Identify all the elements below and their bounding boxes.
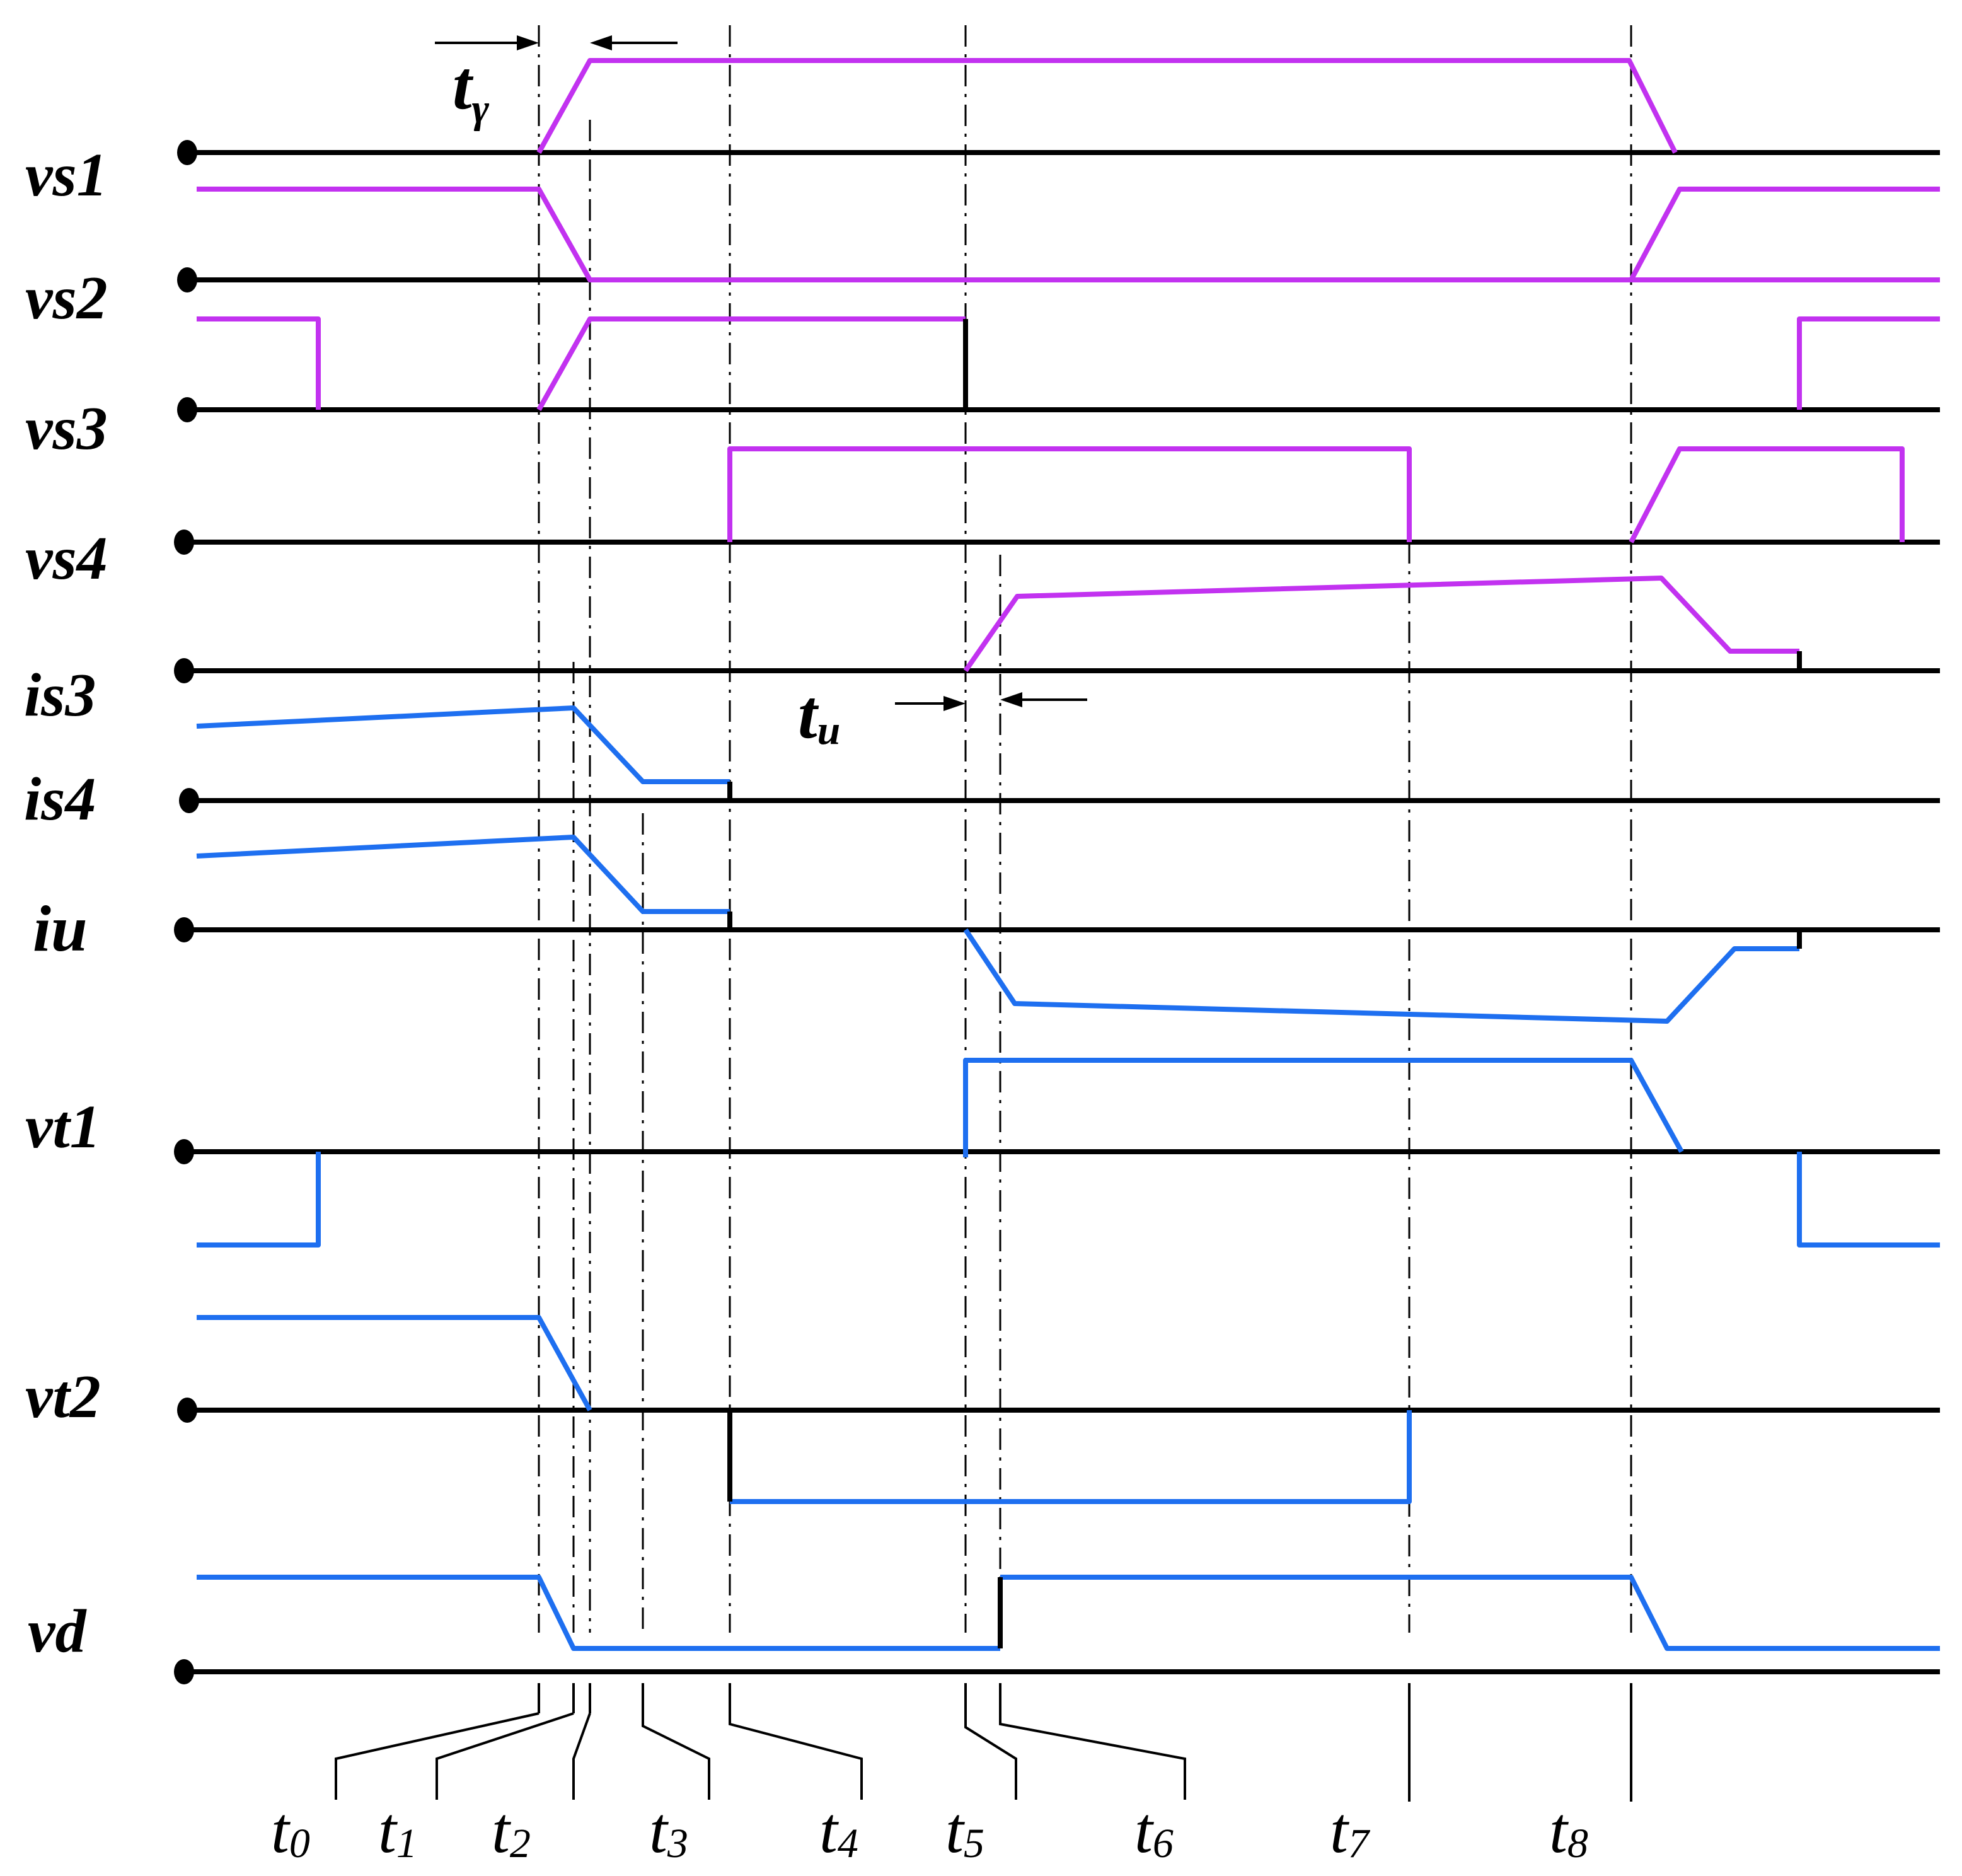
leader-t6 — [999, 1713, 1186, 1800]
tgamma-arrow-left-head — [517, 35, 539, 50]
label-is4: is4 — [24, 765, 96, 833]
leader-t4 — [729, 1713, 863, 1800]
label-vs2: vs2 — [25, 264, 108, 332]
waveform-vs4-right — [1629, 446, 1905, 543]
origin-dot-is3 — [174, 658, 194, 683]
waveform-vt1-left — [197, 1152, 321, 1248]
waveform-vs4-mid — [727, 446, 1412, 542]
origin-dot-vs4 — [174, 530, 194, 555]
main-step-marks — [727, 782, 1802, 1648]
main-waveforms — [196, 705, 1940, 1651]
origin-dot-vs1 — [177, 140, 197, 165]
waveform-vt1-mid — [963, 1058, 1684, 1157]
origin-dot-vd — [174, 1659, 194, 1684]
waveform-vs1 — [536, 58, 1678, 154]
signal-labels: vs1 vs2 vs3 vs4 is3 is4 iu vt1 vt2 vd — [24, 141, 108, 1665]
label-t0: t0 — [271, 1794, 310, 1867]
origin-dot-vs2 — [177, 267, 197, 292]
label-t8: t8 — [1549, 1794, 1588, 1867]
waveform-vs3-right — [1797, 316, 1940, 410]
waveform-iu-left — [196, 835, 730, 914]
label-t2: t2 — [492, 1794, 531, 1867]
waveform-is4 — [196, 705, 730, 784]
waveform-vs3-mid — [536, 316, 966, 411]
waveform-vs2 — [197, 187, 1940, 282]
label-t5: t5 — [945, 1794, 984, 1867]
waveform-vt1-right — [1797, 1152, 1940, 1248]
label-t-gamma: tγ — [453, 47, 490, 132]
interval-arrows — [435, 35, 1087, 711]
waveform-vs3-left — [197, 316, 321, 410]
time-leader-lines — [335, 1712, 1186, 1800]
baselines — [186, 150, 1940, 1674]
label-vs4: vs4 — [25, 524, 108, 593]
label-is3: is3 — [24, 661, 96, 729]
origin-dots — [174, 140, 199, 1684]
label-t-u: tu — [798, 676, 840, 753]
label-vs1: vs1 — [25, 141, 108, 209]
label-t6: t6 — [1134, 1794, 1174, 1867]
label-t3: t3 — [649, 1794, 688, 1867]
tgamma-arrow-right-head — [590, 35, 612, 50]
tu-arrow-left-head — [943, 696, 966, 711]
origin-dot-vt2 — [177, 1398, 197, 1423]
waveform-is3 — [963, 576, 1799, 673]
tu-arrow-right-head — [1000, 692, 1022, 707]
waveform-vd-left — [197, 1575, 1000, 1651]
leader-t5 — [964, 1713, 1017, 1800]
time-marker-ends — [538, 1683, 1632, 1802]
time-marker-lines — [538, 25, 1632, 1633]
time-labels: t0 t1 t2 t3 t4 t5 t6 t7 t8 — [271, 1794, 1588, 1867]
leader-t0 — [335, 1712, 540, 1800]
origin-dot-vt1 — [174, 1139, 194, 1164]
label-vd: vd — [28, 1597, 88, 1665]
label-t4: t4 — [819, 1794, 858, 1867]
origin-dot-iu — [174, 917, 194, 942]
waveform-vd-right — [1000, 1575, 1940, 1651]
label-t1: t1 — [378, 1794, 417, 1867]
leader-t3 — [642, 1713, 710, 1800]
waveform-iu-right — [963, 928, 1799, 1024]
label-t7: t7 — [1330, 1794, 1371, 1867]
waveform-vt2-left — [197, 1315, 592, 1411]
label-iu: iu — [33, 893, 88, 965]
interval-labels: tγ tu — [453, 47, 840, 753]
leader-t1 — [436, 1712, 574, 1800]
gate-waveforms — [197, 58, 1940, 673]
label-vt2: vt2 — [25, 1363, 101, 1431]
leader-t2 — [572, 1713, 591, 1800]
label-vt1: vt1 — [25, 1093, 101, 1161]
label-vs3: vs3 — [25, 395, 108, 463]
origin-dot-vs3 — [177, 397, 197, 422]
waveform-vt2-mid — [730, 1410, 1412, 1504]
origin-dot-is4 — [179, 788, 199, 813]
gate-step-marks — [963, 319, 1802, 671]
